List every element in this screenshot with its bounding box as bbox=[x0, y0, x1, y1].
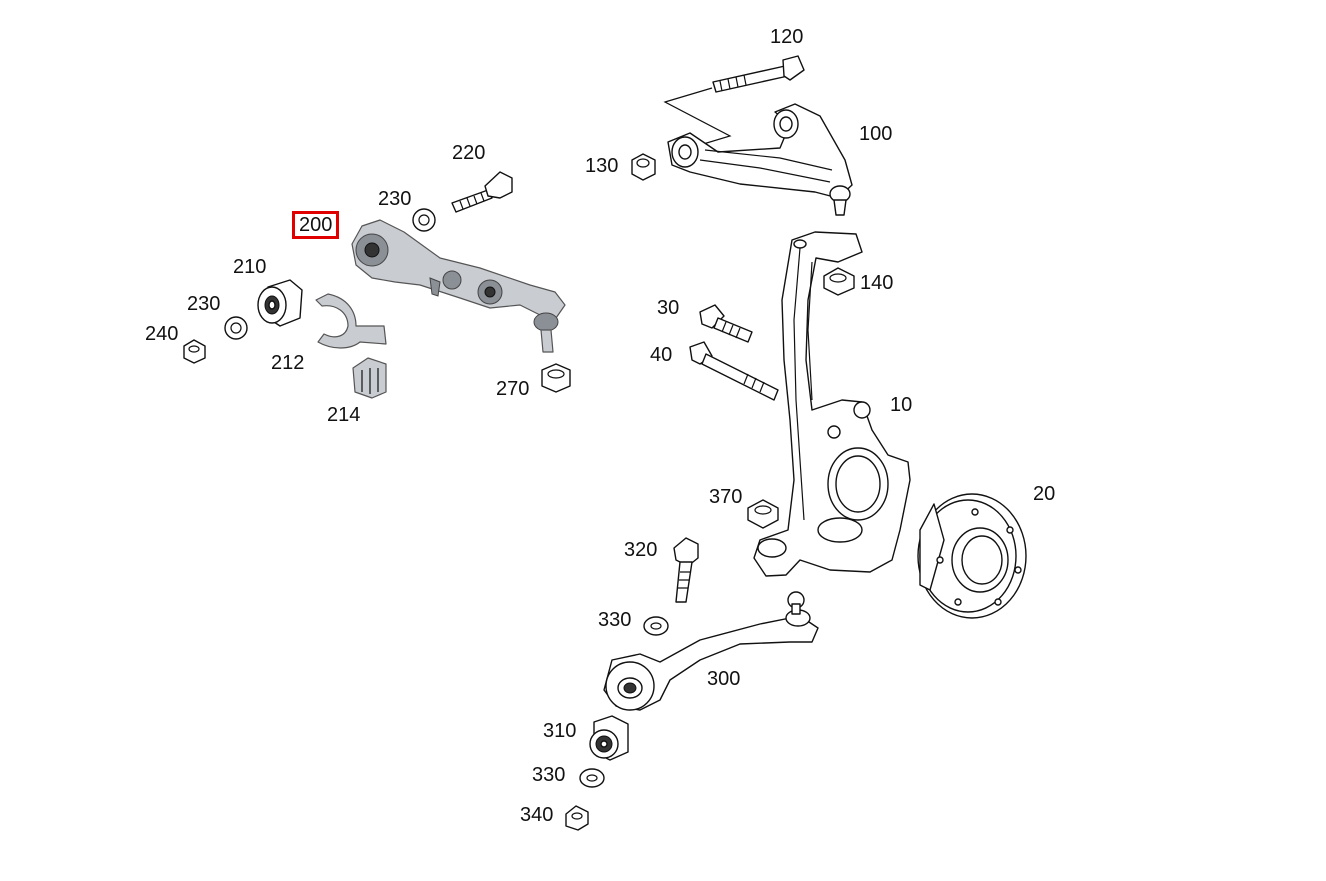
part-214-clip[interactable] bbox=[352, 357, 387, 399]
part-340-nut[interactable] bbox=[565, 805, 589, 831]
part-140-nut[interactable] bbox=[823, 267, 855, 296]
part-210-bushing[interactable] bbox=[257, 279, 303, 327]
callout-212[interactable]: 212 bbox=[271, 352, 305, 374]
callout-370[interactable]: 370 bbox=[709, 486, 743, 508]
callout-330-upper[interactable]: 330 bbox=[598, 609, 632, 631]
callout-130[interactable]: 130 bbox=[585, 155, 619, 177]
callout-230-left[interactable]: 230 bbox=[187, 293, 221, 315]
part-320-bolt[interactable] bbox=[673, 537, 699, 603]
part-200-lower-arm[interactable] bbox=[351, 219, 566, 353]
callout-330-lower[interactable]: 330 bbox=[532, 764, 566, 786]
part-100-upper-arm[interactable] bbox=[667, 103, 853, 216]
callout-340[interactable]: 340 bbox=[520, 804, 554, 826]
callout-20[interactable]: 20 bbox=[1033, 483, 1056, 505]
callout-200-highlighted[interactable]: 200 bbox=[292, 211, 340, 239]
callout-240[interactable]: 240 bbox=[145, 323, 179, 345]
part-230-washer-left[interactable] bbox=[224, 316, 248, 340]
part-240-nut[interactable] bbox=[183, 339, 206, 364]
part-330-washer-upper[interactable] bbox=[643, 616, 669, 636]
part-220-bolt[interactable] bbox=[451, 171, 513, 213]
part-300-strut[interactable] bbox=[603, 591, 819, 711]
callout-10[interactable]: 10 bbox=[890, 394, 913, 416]
part-370-nut[interactable] bbox=[747, 499, 779, 529]
part-270-nut[interactable] bbox=[541, 363, 571, 393]
part-30-bolt[interactable] bbox=[699, 304, 753, 343]
part-130-nut[interactable] bbox=[631, 153, 656, 181]
callout-220[interactable]: 220 bbox=[452, 142, 486, 164]
part-330-washer-lower[interactable] bbox=[579, 768, 605, 788]
part-212-clip[interactable] bbox=[315, 293, 387, 349]
callout-310[interactable]: 310 bbox=[543, 720, 577, 742]
callout-140[interactable]: 140 bbox=[860, 272, 894, 294]
callout-270[interactable]: 270 bbox=[496, 378, 530, 400]
callout-120[interactable]: 120 bbox=[770, 26, 804, 48]
part-20-wheel-hub[interactable] bbox=[917, 493, 1027, 619]
callout-30[interactable]: 30 bbox=[657, 297, 680, 319]
callout-300[interactable]: 300 bbox=[707, 668, 741, 690]
callout-40[interactable]: 40 bbox=[650, 344, 673, 366]
callout-214[interactable]: 214 bbox=[327, 404, 361, 426]
callout-100[interactable]: 100 bbox=[859, 123, 893, 145]
part-310-bushing[interactable] bbox=[589, 715, 629, 761]
part-10-steering-knuckle[interactable] bbox=[753, 231, 911, 577]
part-230-washer-top[interactable] bbox=[412, 208, 436, 232]
part-120-bolt[interactable] bbox=[663, 55, 805, 149]
callout-230-top[interactable]: 230 bbox=[378, 188, 412, 210]
part-40-bolt[interactable] bbox=[689, 341, 779, 401]
callout-210[interactable]: 210 bbox=[233, 256, 267, 278]
callout-320[interactable]: 320 bbox=[624, 539, 658, 561]
